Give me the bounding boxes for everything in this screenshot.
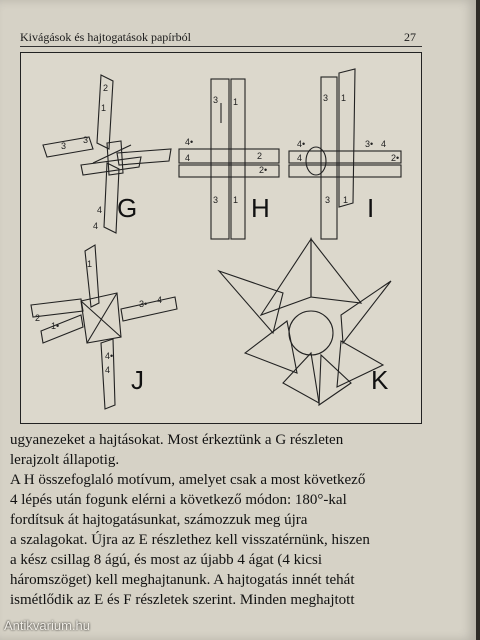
svg-text:3•: 3• <box>365 139 373 149</box>
figure-label-k: K <box>371 365 389 395</box>
figure-label-i: I <box>367 193 375 223</box>
figure-label-g: G <box>117 193 138 223</box>
body-line: 4 lépés után fogunk elérni a következő m… <box>10 492 347 508</box>
svg-text:4•: 4• <box>185 137 193 147</box>
svg-text:4: 4 <box>381 139 386 149</box>
header-rule <box>20 46 422 47</box>
svg-text:3: 3 <box>325 195 330 205</box>
svg-text:2: 2 <box>103 83 108 93</box>
body-line: fordítsuk át hajtogatásunkat, számozzuk … <box>10 512 308 528</box>
figure-i-drawing <box>288 68 402 240</box>
svg-text:3: 3 <box>61 141 66 151</box>
svg-text:1: 1 <box>87 259 92 269</box>
svg-text:2: 2 <box>257 151 262 161</box>
body-line: A H összefoglaló motívum, amelyet csak a… <box>10 472 366 488</box>
svg-text:1: 1 <box>341 93 346 103</box>
figure-k-drawing <box>217 237 392 407</box>
svg-text:2•: 2• <box>391 153 399 163</box>
svg-text:1•: 1• <box>51 321 59 331</box>
figure-h-drawing <box>178 78 280 240</box>
page-edge-shadow <box>476 0 480 640</box>
svg-text:4: 4 <box>97 205 102 215</box>
svg-text:2: 2 <box>35 313 40 323</box>
body-line: a kész csillag 8 ágú, és most az újabb 4… <box>10 552 322 568</box>
svg-text:4•: 4• <box>105 351 113 361</box>
svg-text:4: 4 <box>105 365 110 375</box>
body-line: ugyanezeket a hajtásokat. Most érkeztünk… <box>10 432 344 448</box>
svg-text:3: 3 <box>83 135 88 145</box>
body-line: lerajzolt állapotig. <box>10 452 120 468</box>
body-paragraph: ugyanezeket a hajtásokat. Most érkeztünk… <box>10 430 430 610</box>
figure-g-drawing <box>42 74 172 234</box>
folding-diagram-svg: 21 33 44 31 4•4 22• 31 31 4•4 3•4 2• 31 … <box>30 68 402 410</box>
page-number: 27 <box>404 30 416 44</box>
svg-text:2•: 2• <box>259 165 267 175</box>
svg-text:3•: 3• <box>139 299 147 309</box>
body-line: ismétlődik az E és F részletek szerint. … <box>10 592 355 608</box>
svg-text:3: 3 <box>323 93 328 103</box>
body-line: a szalagokat. Újra az E részlethez kell … <box>10 532 370 548</box>
body-line: háromszöget) kell meghajtanunk. A hajtog… <box>10 572 355 588</box>
figure-j-drawing <box>30 244 178 410</box>
svg-text:1: 1 <box>343 195 348 205</box>
svg-text:4: 4 <box>157 295 162 305</box>
svg-text:4: 4 <box>93 221 98 231</box>
svg-text:4•: 4• <box>297 139 305 149</box>
svg-text:3: 3 <box>213 195 218 205</box>
running-header-title: Kivágások és hajtogatások papírból <box>20 30 191 44</box>
svg-text:4: 4 <box>185 153 190 163</box>
svg-text:3: 3 <box>213 95 218 105</box>
svg-text:1: 1 <box>233 97 238 107</box>
svg-text:1: 1 <box>101 103 106 113</box>
figure-label-j: J <box>131 365 144 395</box>
svg-text:1: 1 <box>233 195 238 205</box>
watermark-text: Antikvarium.hu <box>4 618 90 633</box>
figure-label-h: H <box>251 193 270 223</box>
svg-text:4: 4 <box>297 153 302 163</box>
